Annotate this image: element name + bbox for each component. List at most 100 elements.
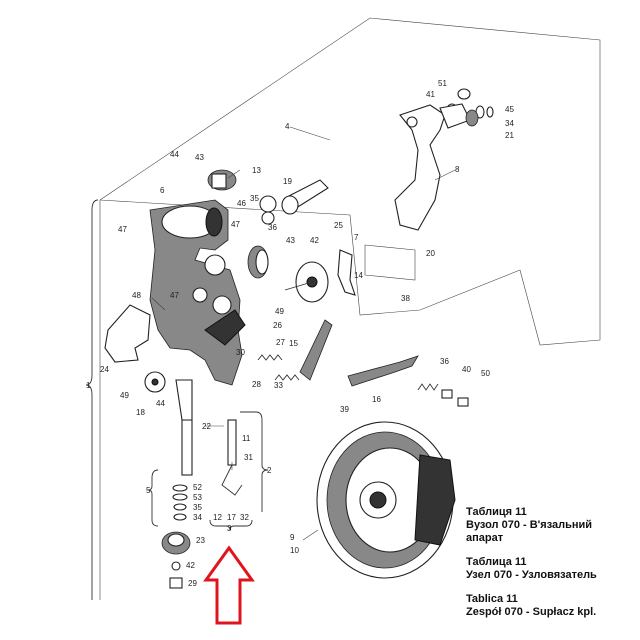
bracket-1 — [85, 199, 99, 600]
label-44a: 44 — [170, 150, 179, 159]
caption-line: Вузол 070 - В'язальний — [466, 519, 593, 531]
label-47a: 47 — [231, 220, 240, 229]
washer-42 — [171, 561, 181, 571]
lever-15 — [299, 319, 333, 381]
label-17: 17 — [227, 513, 236, 522]
label-4: 4 — [285, 122, 290, 131]
spring-36 — [417, 383, 439, 391]
label-8: 8 — [455, 165, 460, 174]
washer-stack — [172, 484, 188, 521]
label-35b: 35 — [193, 503, 202, 512]
caption-line: апарат — [466, 532, 504, 544]
caption-russian: Таблица 11 Узел 070 - Узловязатель — [466, 556, 636, 582]
label-10: 10 — [290, 546, 299, 555]
gear-23 — [161, 531, 191, 555]
label-47c: 47 — [170, 291, 179, 300]
label-36b: 36 — [440, 357, 449, 366]
label-42b: 42 — [186, 561, 195, 570]
caption-title: Таблиця 11 — [466, 506, 527, 518]
label-22: 22 — [202, 422, 211, 431]
knotter-frame — [149, 199, 246, 386]
pin-assembly-upper — [439, 88, 494, 129]
label-52: 52 — [193, 483, 202, 492]
label-26: 26 — [273, 321, 282, 330]
arm-16 — [347, 355, 419, 387]
caption-title: Таблица 11 — [466, 556, 527, 568]
label-1: 1 — [86, 381, 91, 390]
bracket-3 — [209, 519, 253, 531]
label-44b: 44 — [156, 399, 165, 408]
label-9: 9 — [290, 533, 295, 542]
label-50: 50 — [481, 369, 490, 378]
label-41: 41 — [426, 90, 435, 99]
label-5: 5 — [146, 486, 151, 495]
caption-line: Zespół 070 - Supłacz kpl. — [466, 606, 597, 618]
label-21: 21 — [505, 131, 514, 140]
wheel-27 — [284, 261, 329, 303]
nut-29 — [169, 577, 183, 589]
label-25: 25 — [334, 221, 343, 230]
label-34b: 34 — [193, 513, 202, 522]
shaft-19 — [281, 179, 329, 215]
label-49b: 49 — [120, 391, 129, 400]
washer-35 — [259, 195, 277, 213]
label-49a: 49 — [275, 307, 284, 316]
label-27: 27 — [276, 338, 285, 347]
label-29: 29 — [188, 579, 197, 588]
label-6: 6 — [160, 186, 165, 195]
label-43b: 43 — [286, 236, 295, 245]
label-14: 14 — [354, 271, 363, 280]
knotter-disc — [316, 421, 456, 579]
label-19: 19 — [283, 177, 292, 186]
label-46: 46 — [237, 199, 246, 208]
label-51: 51 — [438, 79, 447, 88]
label-36a: 36 — [268, 223, 277, 232]
assembly-outline — [99, 17, 601, 600]
red-arrow — [203, 545, 255, 625]
washer-46 — [261, 211, 275, 225]
label-48: 48 — [132, 291, 141, 300]
label-13: 13 — [252, 166, 261, 175]
label-16: 16 — [372, 395, 381, 404]
nut-50 — [457, 397, 469, 407]
label-28: 28 — [252, 380, 261, 389]
shaft-11 — [227, 419, 237, 466]
lever-7 — [337, 249, 356, 296]
label-24: 24 — [100, 365, 109, 374]
label-33: 33 — [274, 381, 283, 390]
nut-40 — [441, 389, 453, 399]
label-53: 53 — [193, 493, 202, 502]
label-39: 39 — [340, 405, 349, 414]
label-38: 38 — [401, 294, 410, 303]
plate-24 — [104, 304, 151, 363]
gear-18 — [144, 371, 166, 393]
caption-polish: Tablica 11 Zespół 070 - Supłacz kpl. — [466, 593, 636, 619]
caption-ukrainian: Таблиця 11 Вузол 070 - В'язальний апарат — [466, 506, 636, 545]
label-7: 7 — [354, 233, 359, 242]
label-30: 30 — [236, 348, 245, 357]
label-18: 18 — [136, 408, 145, 417]
bracket-5 — [147, 469, 159, 527]
label-32: 32 — [240, 513, 249, 522]
arm-8 — [394, 104, 446, 231]
label-31: 31 — [244, 453, 253, 462]
label-43a: 43 — [195, 153, 204, 162]
spring-33 — [274, 374, 300, 381]
leader-lines — [151, 126, 456, 541]
label-45: 45 — [505, 105, 514, 114]
hook-31 — [221, 464, 243, 496]
label-12: 12 — [213, 513, 222, 522]
caption-line: Узел 070 - Узловязатель — [466, 569, 597, 581]
label-47b: 47 — [118, 225, 127, 234]
label-35: 35 — [250, 194, 259, 203]
caption-title: Tablica 11 — [466, 593, 518, 605]
label-40: 40 — [462, 365, 471, 374]
bracket-20 — [364, 244, 416, 281]
label-20: 20 — [426, 249, 435, 258]
part-labels: 51 41 45 34 21 4 8 44 43 13 19 35 6 46 3… — [86, 79, 514, 588]
label-3: 3 — [227, 524, 232, 533]
roller-13 — [207, 169, 237, 191]
bracket-2 — [240, 411, 269, 512]
label-2: 2 — [267, 466, 272, 475]
